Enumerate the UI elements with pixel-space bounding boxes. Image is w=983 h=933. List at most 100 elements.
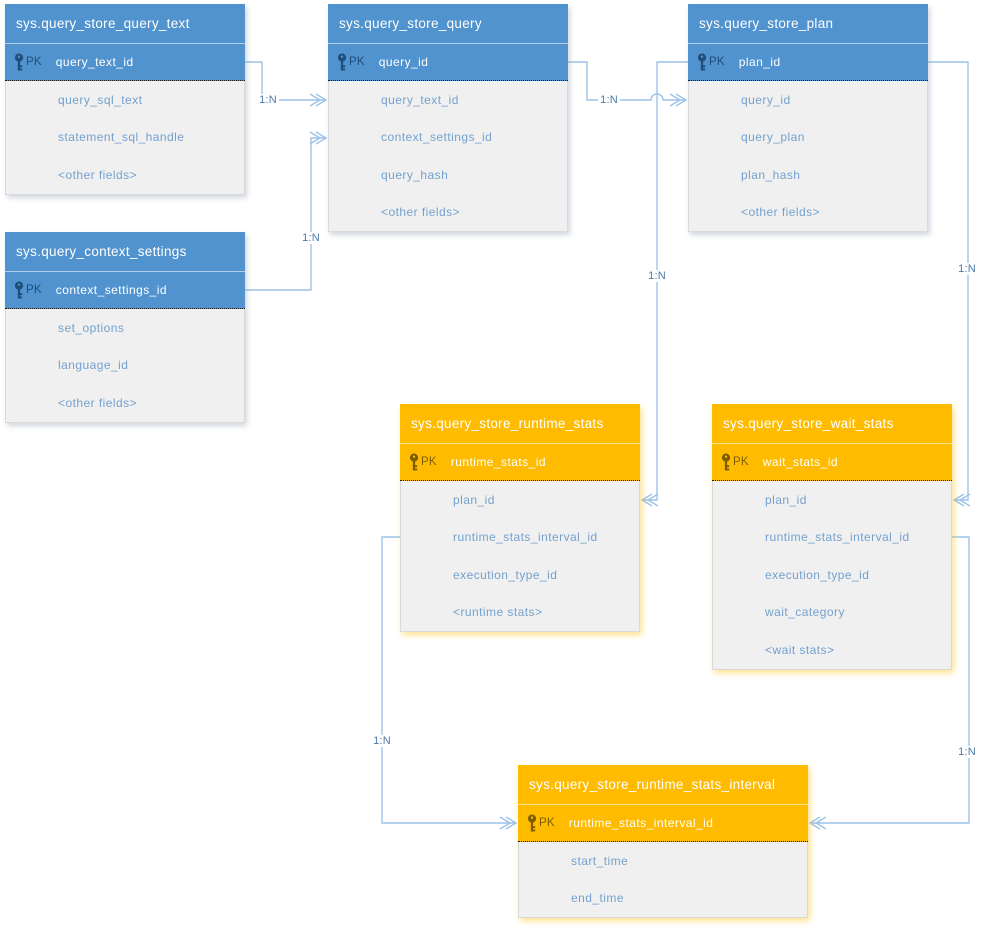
cardinality-label-query-text-to-query: 1:N (257, 94, 279, 106)
arrowhead-context-settings-to-query (315, 131, 328, 145)
field-row: <other fields> (689, 194, 927, 232)
arrowhead-wait-stats-to-interval (808, 816, 821, 830)
key-icon-glyph (721, 453, 731, 470)
key-icon-glyph (14, 53, 24, 70)
pk-field-name: runtime_stats_interval_id (568, 816, 714, 830)
table-title: sys.query_context_settings (5, 232, 245, 271)
field-list: query_sql_text statement_sql_handle <other… (5, 81, 245, 195)
field-row: plan_hash (689, 156, 927, 194)
field-row: query_sql_text (6, 81, 244, 119)
arrowhead-plan-to-runtime-stats (646, 493, 659, 507)
field-name-text: language_id (58, 358, 129, 373)
cardinality-label-runtime-stats-to-interval: 1:N (371, 735, 393, 747)
key-icon-glyph (697, 53, 707, 70)
field-row: start_time (519, 842, 807, 880)
primary-key-row: PK runtime_stats_interval_id (518, 804, 808, 842)
field-name-text: start_time (571, 853, 629, 868)
key-icon (336, 53, 348, 72)
arrowhead-query-to-plan (669, 93, 682, 107)
table-title: sys.query_store_plan (688, 4, 928, 43)
table-title: sys.query_store_runtime_stats_interval (518, 765, 808, 804)
field-name-text: end_time (571, 891, 624, 906)
key-icon (13, 281, 25, 300)
cardinality-label-query-to-plan: 1:N (598, 94, 620, 106)
pk-badge: PK (421, 456, 437, 468)
cardinality-label-wait-stats-to-interval: 1:N (956, 746, 978, 758)
field-name-text: query_text_id (381, 92, 459, 107)
pk-field-name: query_text_id (55, 55, 134, 69)
key-icon (720, 453, 732, 472)
field-name-text: plan_hash (741, 167, 801, 182)
field-row: statement_sql_handle (6, 119, 244, 157)
table-name-text: sys.query_context_settings (16, 244, 187, 259)
arrowhead-query-text-to-query (315, 93, 328, 107)
field-row: query_plan (689, 119, 927, 157)
pk-field-name: query_id (378, 55, 429, 69)
field-row: <other fields> (6, 384, 244, 422)
field-row: wait_category (713, 594, 951, 632)
field-row: <runtime stats> (401, 594, 639, 632)
field-row: <other fields> (329, 194, 567, 232)
key-icon (526, 814, 538, 833)
table-name-text: sys.query_store_plan (699, 16, 834, 31)
pk-field-name: plan_id (738, 55, 781, 69)
pk-field-name: runtime_stats_id (450, 455, 546, 469)
field-name-text: <wait stats> (765, 642, 835, 657)
field-name-text: runtime_stats_interval_id (765, 530, 910, 545)
pk-field-name: wait_stats_id (762, 455, 838, 469)
cardinality-label-context-settings-to-query: 1:N (300, 232, 322, 244)
table-title: sys.query_store_wait_stats (712, 404, 952, 443)
field-row: plan_id (713, 481, 951, 519)
table-name-text: sys.query_store_runtime_stats_interval (529, 777, 776, 792)
cardinality-label-plan-to-runtime-stats: 1:N (646, 270, 668, 282)
field-row: <wait stats> (713, 631, 951, 669)
field-name-text: wait_category (765, 605, 845, 620)
field-name-text: <other fields> (741, 205, 821, 220)
field-name-text: statement_sql_handle (58, 130, 185, 145)
table-title: sys.query_store_runtime_stats (400, 404, 640, 443)
pk-badge: PK (539, 817, 555, 829)
table-name-text: sys.query_store_query_text (16, 16, 190, 31)
field-row: query_text_id (329, 81, 567, 119)
key-icon-glyph (14, 281, 24, 298)
pk-badge: PK (349, 56, 365, 68)
field-row: language_id (6, 347, 244, 385)
table-title: sys.query_store_query_text (5, 4, 245, 43)
field-row: end_time (519, 880, 807, 918)
field-name-text: query_plan (741, 130, 805, 145)
field-row: query_hash (329, 156, 567, 194)
field-name-text: <other fields> (58, 395, 138, 410)
field-row: runtime_stats_interval_id (401, 519, 639, 557)
field-name-text: <other fields> (381, 205, 461, 220)
field-name-text: set_options (58, 320, 125, 335)
field-name-text: query_hash (381, 167, 449, 182)
primary-key-row: PK plan_id (688, 43, 928, 81)
key-icon (13, 53, 25, 72)
field-list: start_time end_time (518, 842, 808, 918)
key-icon (408, 453, 420, 472)
field-row: execution_type_id (401, 556, 639, 594)
field-row: <other fields> (6, 156, 244, 194)
pk-badge: PK (733, 456, 749, 468)
connector-context-settings-to-query (245, 137, 326, 291)
field-name-text: query_sql_text (58, 92, 143, 107)
field-name-text: <runtime stats> (453, 605, 543, 620)
field-name-text: plan_id (453, 492, 495, 507)
primary-key-row: PK query_id (328, 43, 568, 81)
primary-key-row: PK wait_stats_id (712, 443, 952, 481)
primary-key-row: PK runtime_stats_id (400, 443, 640, 481)
arrowhead-plan-to-wait-stats (952, 493, 965, 507)
pk-badge: PK (709, 56, 725, 68)
field-list: plan_id runtime_stats_interval_id executio… (400, 481, 640, 632)
field-name-text: execution_type_id (453, 567, 558, 582)
